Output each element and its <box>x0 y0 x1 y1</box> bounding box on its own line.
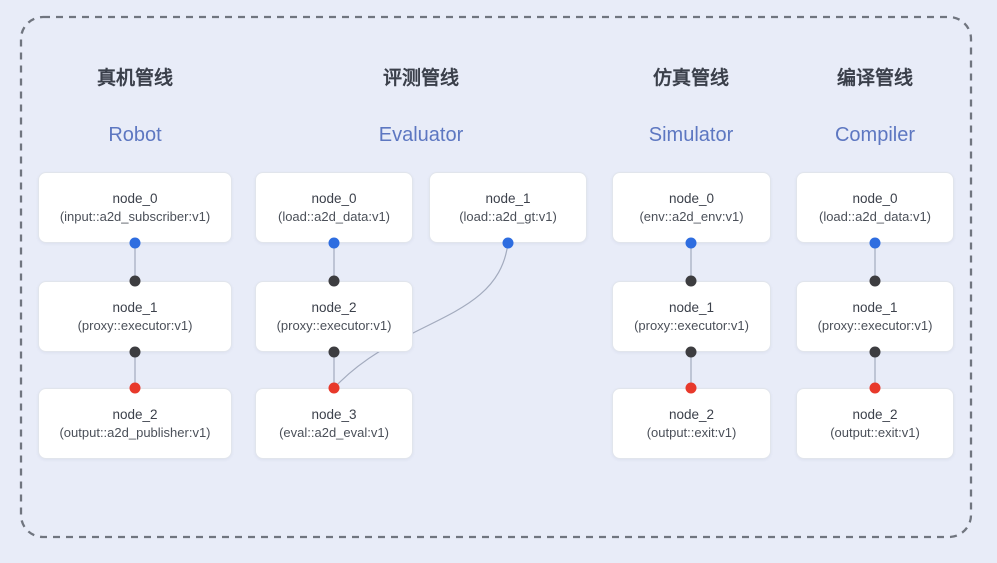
node-impl: (proxy::executor:v1) <box>634 317 749 333</box>
node-impl: (env::a2d_env:v1) <box>639 208 744 224</box>
pipeline-title-zh-compiler: 编译管线 <box>836 68 914 89</box>
node-impl: (output::exit:v1) <box>646 424 737 440</box>
node-impl: (load::a2d_gt:v1) <box>459 208 557 224</box>
node-impl: (output::a2d_publisher:v1) <box>59 424 211 440</box>
node-title: node_0 <box>668 191 715 207</box>
node-box-evaluator-node-3[interactable]: node_3 (eval::a2d_eval:v1) <box>255 388 413 459</box>
node-title: node_0 <box>112 191 158 207</box>
node-box-robot-node-0[interactable]: node_0 (input::a2d_subscriber:v1) <box>38 172 232 243</box>
node-title: node_3 <box>311 407 357 423</box>
node-title: node_2 <box>668 407 715 423</box>
pipeline-title-en-robot: Robot <box>108 124 162 146</box>
edge-evaluator-1-3-curve <box>333 242 509 389</box>
node-box-robot-node-2[interactable]: node_2 (output::a2d_publisher:v1) <box>38 388 232 459</box>
node-box-simulator-node-2[interactable]: node_2 (output::exit:v1) <box>612 388 771 459</box>
dashed-frame <box>19 15 973 539</box>
node-title: node_2 <box>112 407 158 423</box>
node-title: node_0 <box>311 191 357 207</box>
node-title: node_2 <box>852 407 898 423</box>
node-box-evaluator-node-2[interactable]: node_2 (proxy::executor:v1) <box>255 281 413 352</box>
node-title: node_1 <box>668 300 715 316</box>
node-box-compiler-node-2[interactable]: node_2 (output::exit:v1) <box>796 388 954 459</box>
node-title: node_2 <box>311 300 357 316</box>
pipeline-title-zh-simulator: 仿真管线 <box>652 68 730 89</box>
node-impl: (load::a2d_data:v1) <box>277 208 391 224</box>
pipeline-title-en-simulator: Simulator <box>648 124 734 146</box>
node-title: node_1 <box>112 300 158 316</box>
node-box-compiler-node-0[interactable]: node_0 (load::a2d_data:v1) <box>796 172 954 243</box>
node-title: node_0 <box>852 191 898 207</box>
pipeline-title-en-evaluator: Evaluator <box>378 124 464 146</box>
node-title: node_1 <box>485 191 531 207</box>
node-impl: (proxy::executor:v1) <box>817 317 933 333</box>
node-impl: (proxy::executor:v1) <box>77 317 193 333</box>
node-impl: (proxy::executor:v1) <box>276 317 392 333</box>
node-box-simulator-node-0[interactable]: node_0 (env::a2d_env:v1) <box>612 172 771 243</box>
node-impl: (eval::a2d_eval:v1) <box>279 424 389 440</box>
node-box-simulator-node-1[interactable]: node_1 (proxy::executor:v1) <box>612 281 771 352</box>
node-impl: (input::a2d_subscriber:v1) <box>59 208 211 224</box>
node-box-evaluator-node-1[interactable]: node_1 (load::a2d_gt:v1) <box>429 172 587 243</box>
pipeline-title-zh-evaluator: 评测管线 <box>382 68 460 89</box>
node-title: node_1 <box>852 300 898 316</box>
node-box-robot-node-1[interactable]: node_1 (proxy::executor:v1) <box>38 281 232 352</box>
pipeline-title-zh-robot: 真机管线 <box>96 68 174 89</box>
node-impl: (output::exit:v1) <box>830 424 920 440</box>
node-box-compiler-node-1[interactable]: node_1 (proxy::executor:v1) <box>796 281 954 352</box>
node-impl: (load::a2d_data:v1) <box>818 208 932 224</box>
pipeline-title-en-compiler: Compiler <box>834 124 916 146</box>
node-box-evaluator-node-0[interactable]: node_0 (load::a2d_data:v1) <box>255 172 413 243</box>
